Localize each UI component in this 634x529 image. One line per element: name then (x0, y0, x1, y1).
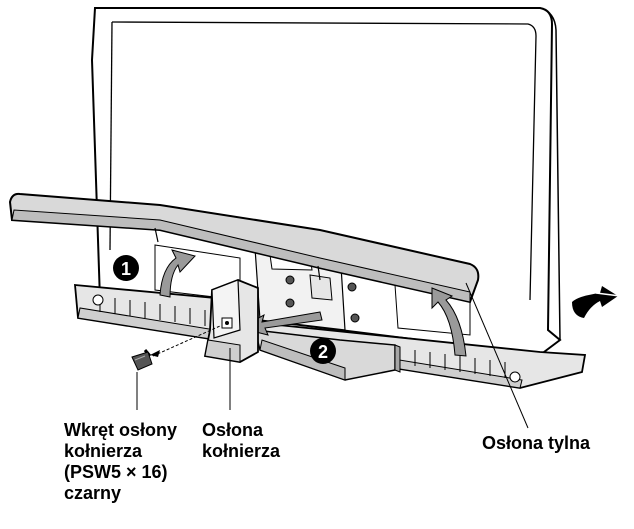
leader-lines (136, 282, 529, 429)
collar-cover-callout: Osłona kołnierza (202, 420, 280, 462)
rear-cover-callout-line1: Osłona tylna (482, 433, 591, 453)
collar-cover (203, 279, 259, 363)
step-marker-2: 2 (310, 338, 336, 364)
rear-cover-callout: Osłona tylna (482, 433, 590, 454)
screw-callout-line2: kołnierza (64, 441, 143, 461)
step-marker-1-label: 1 (121, 259, 131, 279)
screw-callout-line4: czarny (64, 483, 122, 503)
screw-callout-line3: (PSW5 × 16) (64, 462, 168, 482)
step-marker-2-label: 2 (318, 342, 328, 362)
direction-arrow-icon (572, 286, 621, 318)
collar-cover-callout-line2: kołnierza (202, 441, 281, 461)
screw-callout-line1: Wkręt osłony (64, 420, 178, 440)
step-marker-1: 1 (113, 255, 139, 281)
collar-cover-callout-line1: Osłona (202, 420, 264, 440)
screw-icon (131, 325, 221, 371)
lift-arrows (159, 249, 467, 357)
screw-callout: Wkręt osłony kołnierza (PSW5 × 16) czarn… (64, 420, 177, 504)
